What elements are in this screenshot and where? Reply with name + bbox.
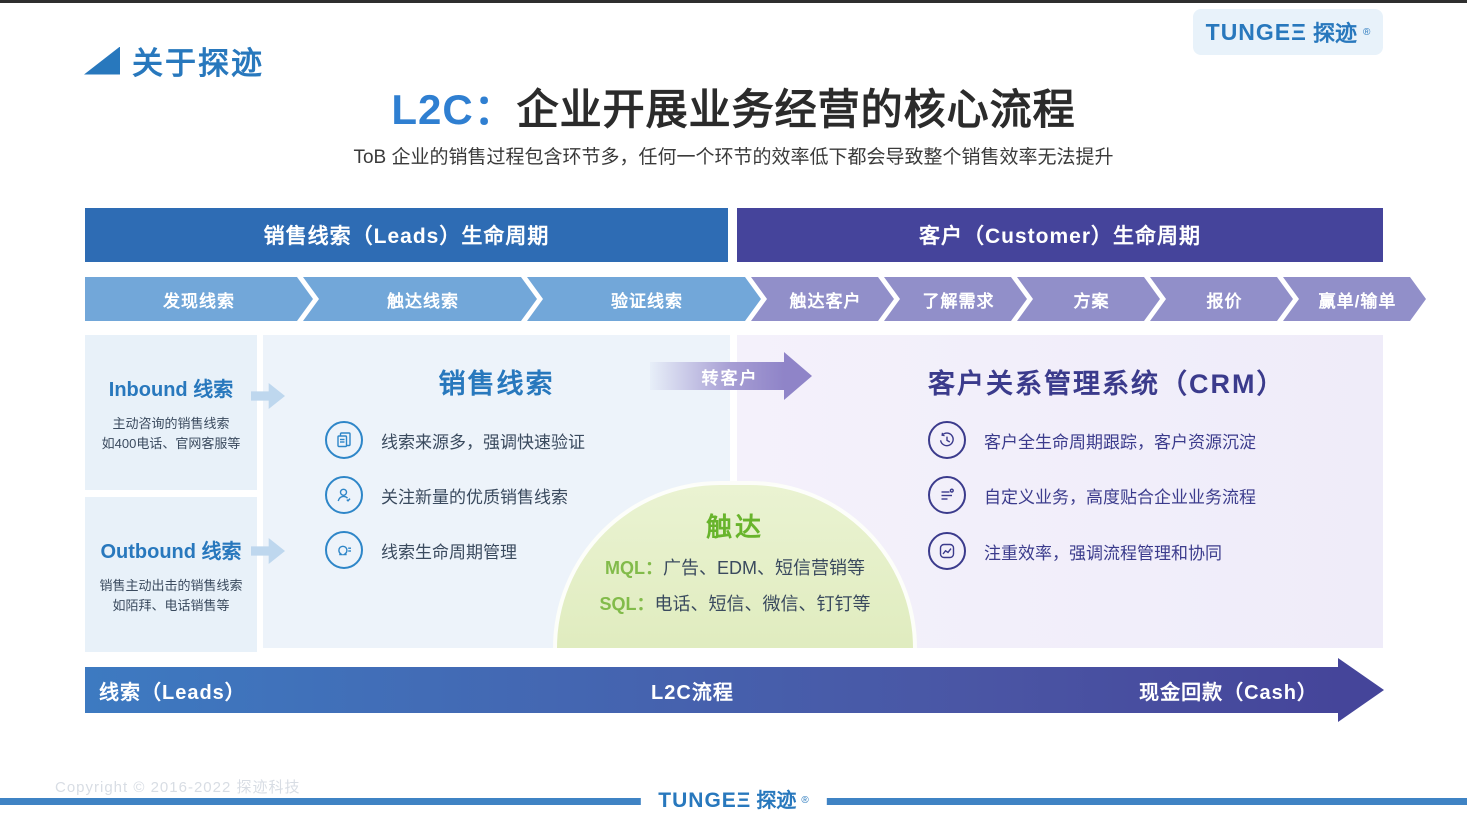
logo-cn: 探迹	[1312, 21, 1357, 46]
leads-feature-row: 关注新量的优质销售线索	[325, 476, 568, 514]
top-border	[0, 0, 1467, 3]
logo-latin: TUNGEΞ	[658, 789, 752, 812]
leads-feature-text: 关注新量的优质销售线索	[381, 487, 568, 507]
sql-label: SQL：	[599, 594, 655, 614]
inbound-desc: 主动咨询的销售线索 如400电话、官网客服等	[102, 414, 241, 454]
stage-understand-needs: 了解需求	[884, 277, 1027, 321]
lifecycle-icon	[325, 531, 363, 569]
outbound-desc-line2: 如陌拜、电话销售等	[112, 598, 230, 614]
crm-feature-text: 客户全生命周期跟踪，客户资源沉淀	[984, 432, 1256, 452]
outbound-box: Outbound 线索 销售主动出击的销售线索 如陌拜、电话销售等	[85, 497, 257, 652]
inbound-box: Inbound 线索 主动咨询的销售线索 如400电话、官网客服等	[85, 335, 257, 490]
inbound-desc-line2: 如400电话、官网客服等	[101, 436, 241, 452]
document-copy-icon	[325, 421, 363, 459]
logo-latin: TUNGEΞ	[1205, 18, 1307, 45]
customer-lifecycle-header: 客户（Customer）生命周期	[737, 208, 1383, 262]
mql-label: MQL：	[605, 558, 663, 578]
stage-reach-leads: 触达线索	[303, 277, 537, 321]
stage-win-lose: 赢单/输单	[1283, 277, 1426, 321]
convert-arrow-body: 转客户	[650, 362, 784, 390]
crm-feature-row: 客户全生命周期跟踪，客户资源沉淀	[928, 421, 1256, 459]
inbound-title: Inbound 线索	[108, 379, 234, 401]
stage-solution: 方案	[1017, 277, 1160, 321]
footer-tungee-logo: TUNGEΞ 探迹 ®	[640, 786, 827, 816]
crm-feature-row: 注重效率，强调流程管理和协同	[928, 532, 1222, 570]
copyright-text: Copyright © 2016-2022 探迹科技	[55, 779, 301, 796]
stage-quote: 报价	[1150, 277, 1293, 321]
reach-title: 触达	[705, 512, 764, 542]
user-icon	[325, 476, 363, 514]
sql-row: SQL：电话、短信、微信、钉钉等	[557, 590, 913, 616]
mql-row: MQL：广告、EDM、短信营销等	[557, 554, 913, 580]
outbound-desc-line1: 销售主动出击的销售线索	[99, 578, 243, 593]
stage-verify-leads: 验证线索	[527, 277, 761, 321]
page-subtitle: ToB 企业的销售过程包含环节多，任何一个环节的效率低下都会导致整个销售效率无法…	[353, 147, 1114, 168]
section-header: 关于探迹	[84, 38, 264, 83]
title-accent: L2C：	[391, 86, 517, 133]
leads-feature-text: 线索生命周期管理	[381, 542, 517, 562]
inbound-desc-line1: 主动咨询的销售线索	[112, 416, 230, 431]
l2c-arrowhead-icon	[1338, 658, 1384, 722]
triangle-bullet-icon	[84, 46, 120, 75]
crm-feature-text: 注重效率，强调流程管理和协同	[984, 543, 1222, 563]
convert-to-customer-arrow: 转客户	[650, 352, 812, 400]
crm-title: 客户关系管理系统（CRM）	[928, 369, 1286, 399]
stage-chevron-row: 发现线索 触达线索 验证线索 触达客户 了解需求 方案 报价 赢单/输单	[85, 277, 1426, 321]
outbound-desc: 销售主动出击的销售线索 如陌拜、电话销售等	[99, 576, 242, 616]
convert-arrow-label: 转客户	[701, 368, 759, 388]
l2c-bar-center-label: L2C流程	[651, 681, 734, 704]
leads-feature-row: 线索来源多，强调快速验证	[325, 421, 585, 459]
l2c-bar-right-label: 现金回款（Cash）	[1139, 681, 1318, 704]
registered-mark: ®	[801, 795, 809, 806]
title-main: 企业开展业务经营的核心流程	[516, 86, 1076, 133]
tungee-logo-badge: TUNGEΞ 探迹 ®	[1193, 9, 1383, 55]
logo-cn: 探迹	[756, 790, 797, 812]
outbound-title: Outbound 线索	[100, 541, 242, 563]
history-clock-icon	[928, 421, 966, 459]
sales-leads-title: 销售线索	[438, 369, 555, 399]
page-title: L2C：企业开展业务经营的核心流程	[0, 76, 1467, 137]
custom-list-icon	[928, 476, 966, 514]
l2c-bar-left-label: 线索（Leads）	[99, 681, 246, 704]
leads-feature-text: 线索来源多，强调快速验证	[381, 432, 585, 452]
section-label: 关于探迹	[132, 46, 264, 81]
l2c-flow-bar: 线索（Leads） L2C流程 现金回款（Cash）	[85, 667, 1338, 713]
mql-text: 广告、EDM、短信营销等	[663, 558, 865, 578]
registered-mark: ®	[1362, 26, 1371, 38]
reach-bubble: 触达 MQL：广告、EDM、短信营销等 SQL：电话、短信、微信、钉钉等	[553, 481, 917, 648]
crm-feature-text: 自定义业务，高度贴合企业业务流程	[984, 487, 1256, 507]
sql-text: 电话、短信、微信、钉钉等	[654, 594, 871, 614]
crm-feature-row: 自定义业务，高度贴合企业业务流程	[928, 476, 1256, 514]
convert-arrowhead-icon	[784, 352, 812, 400]
line-chart-icon	[928, 532, 966, 570]
leads-feature-row: 线索生命周期管理	[325, 531, 517, 569]
stage-reach-customer: 触达客户	[751, 277, 894, 321]
leads-lifecycle-header: 销售线索（Leads）生命周期	[85, 208, 728, 262]
stage-discover-leads: 发现线索	[85, 277, 313, 321]
